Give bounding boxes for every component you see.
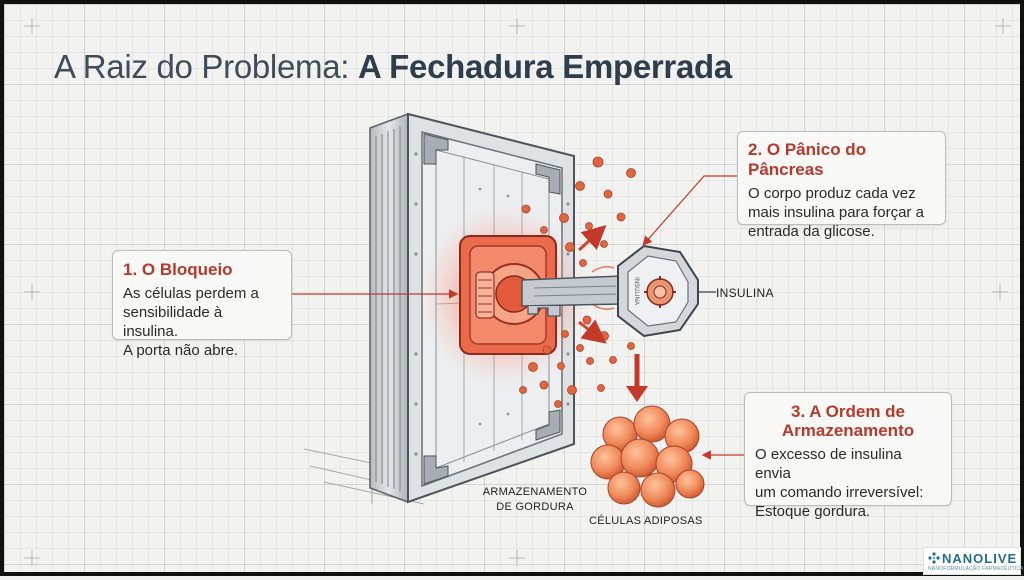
- vault-illustration: INSULINA: [292, 112, 744, 508]
- brand-mark-icon: [928, 552, 940, 564]
- vault-door-side: [369, 112, 409, 504]
- callout-heading: 3. A Ordem de Armazenamento: [781, 402, 915, 440]
- callout-text: As células perdem a sensibilidade à insu…: [123, 285, 259, 359]
- crosshair-marks: [24, 18, 1011, 566]
- callout-bloqueio: 1. O Bloqueio As células perdem a sensib…: [112, 250, 292, 359]
- callout-heading: 1. O Bloqueio: [123, 260, 233, 279]
- callout-heading: 2. O Pânico do Pâncreas: [748, 140, 867, 179]
- storage-arrow: [626, 354, 648, 402]
- jammed-lock: [420, 204, 588, 388]
- key-engraving: INSULINA: [633, 277, 639, 305]
- insulin-key: INSULINA: [521, 244, 716, 338]
- fat-cells: [590, 405, 705, 508]
- leader-lines: [292, 175, 744, 460]
- brand-tagline: NANOFORMULAÇÃO FARMACÊUTICA: [928, 566, 1024, 572]
- callout-ordem-armazenamento: 3. A Ordem de Armazenamento O excesso de…: [744, 392, 952, 520]
- callout-panico-pancreas: 2. O Pânico do Pâncreas O corpo produz c…: [737, 131, 946, 240]
- label-celulas-adiposas: CÉLULAS ADIPOSAS: [589, 515, 703, 527]
- brand-name: NANOLIVE: [942, 551, 1018, 566]
- label-armazenamento-gordura: ARMAZENAMENTO DE GORDURA: [482, 486, 588, 513]
- brand-logo: NANOLIVE NANOFORMULAÇÃO FARMACÊUTICA: [923, 547, 1024, 575]
- label-insulina: INSULINA: [716, 286, 774, 300]
- callout-text: O corpo produz cada vez mais insulina pa…: [748, 185, 924, 240]
- motion-arrows: [577, 224, 607, 344]
- callout-text: O excesso de insulina envia um comando i…: [755, 446, 924, 520]
- page-title: A Raiz do Problema: A Fechadura Emperrad…: [54, 48, 732, 85]
